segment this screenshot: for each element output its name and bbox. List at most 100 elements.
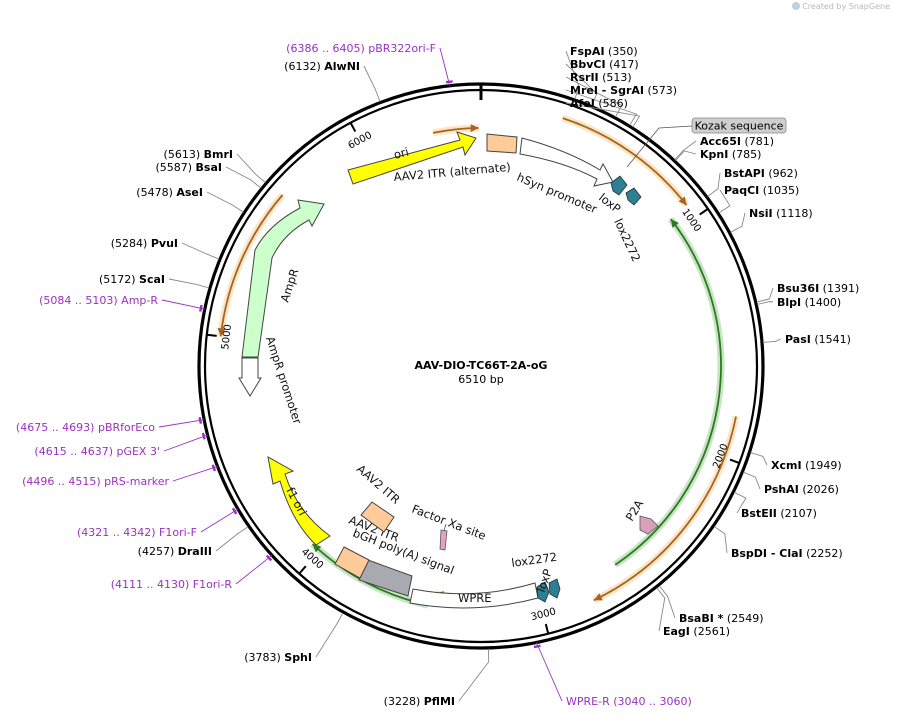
restriction-site[interactable]: MreI - SgrAI (573): [565, 84, 677, 126]
site-label: PasI (1541): [785, 333, 851, 346]
orf-arc-green-bottom-head: [312, 544, 322, 553]
site-label: XcmI (1949): [771, 459, 842, 472]
site-leader-line: [713, 526, 728, 554]
restriction-site[interactable]: NsiI (1118): [730, 207, 813, 233]
site-name: PvuI: [151, 237, 178, 250]
primer[interactable]: (4321 .. 4342) F1ori-F: [77, 507, 239, 539]
scale-tick: [729, 458, 740, 465]
primer-label: (6386 .. 6405) pBR322ori-F: [286, 42, 436, 55]
site-position: (2549): [727, 612, 764, 625]
restriction-site[interactable]: RsrII (513): [565, 71, 632, 118]
primer[interactable]: (4675 .. 4693) pBRforEco: [16, 416, 205, 434]
orf-arc-orange-right-head: [593, 593, 603, 601]
site-label: (3228) PflMI: [384, 695, 455, 708]
restriction-site[interactable]: AfeI (586): [565, 97, 641, 128]
site-position: (5284): [111, 237, 148, 250]
feature-lox2272-top[interactable]: [625, 187, 642, 206]
watermark-text: Created by SnapGene: [802, 2, 890, 11]
site-label: Acc65I (781): [700, 135, 774, 148]
restriction-site[interactable]: (3783) SphI: [244, 612, 344, 664]
site-name: XcmI: [771, 459, 802, 472]
restriction-sites: FspAI (350)BbvCI (417)RsrII (513)MreI - …: [99, 45, 859, 708]
feature-f1ori-arrow[interactable]: [267, 456, 331, 546]
site-leader-line: [734, 491, 747, 514]
primer[interactable]: (4615 .. 4637) pGEX 3': [34, 432, 208, 458]
restriction-site[interactable]: BstAPI (962): [707, 167, 798, 197]
feature-ampr-promoter[interactable]: [238, 357, 262, 397]
orf-arc-orange-right[interactable]: [593, 416, 737, 602]
site-name: PflMI: [424, 695, 455, 708]
scale-tick-label: 5000: [220, 324, 234, 351]
restriction-site[interactable]: PaqCI (1035): [718, 184, 799, 214]
primer-label: (4111 .. 4130) F1ori-R: [111, 578, 233, 591]
feature-hsyn-promoter[interactable]: [519, 137, 614, 187]
restriction-site[interactable]: (5478) AseI: [136, 186, 244, 213]
site-leader-line: [718, 189, 731, 214]
restriction-site[interactable]: Bsu36I (1391): [756, 282, 860, 303]
orf-arc-orange-left[interactable]: [219, 194, 284, 337]
kozak-sequence-box[interactable]: [691, 117, 787, 134]
restriction-site[interactable]: BsaBI * (2549): [658, 585, 764, 625]
site-name: RsrII: [570, 71, 599, 84]
restriction-site[interactable]: (5587) BsaI: [155, 161, 262, 189]
primer[interactable]: (6386 .. 6405) pBR322ori-F: [286, 42, 453, 86]
feature-aav2-itr-alt[interactable]: [486, 133, 518, 154]
orf-arc-top-right[interactable]: [562, 117, 688, 206]
feature-loxp-bottom[interactable]: [548, 578, 561, 599]
primer-leader-line: [163, 434, 208, 452]
site-position: (1118): [776, 207, 813, 220]
feature-p2a[interactable]: [639, 515, 659, 535]
site-name: NsiI: [749, 207, 773, 220]
restriction-site[interactable]: KpnI (785): [675, 148, 762, 161]
site-name: SphI: [284, 651, 312, 664]
restriction-site[interactable]: BstEII (2107): [734, 491, 817, 520]
restriction-site[interactable]: XcmI (1949): [750, 451, 842, 472]
primer-leader-line: [172, 466, 218, 482]
feature-aav2-itr-bottom[interactable]: [334, 546, 370, 579]
orf-arc-green-right[interactable]: [614, 218, 722, 566]
primer[interactable]: (5084 .. 5103) Amp-R: [39, 294, 205, 312]
feature-factor-xa[interactable]: [439, 529, 448, 551]
restriction-site[interactable]: Acc65I (781): [674, 135, 774, 161]
feature-ampr-label: AmpR: [278, 267, 302, 304]
restriction-site[interactable]: BlpI (1400): [757, 296, 841, 309]
site-label: BlpI (1400): [777, 296, 841, 309]
site-label: PaqCI (1035): [724, 184, 799, 197]
restriction-site[interactable]: PasI (1541): [762, 333, 851, 346]
restriction-site[interactable]: (3228) PflMI: [384, 648, 490, 708]
restriction-site[interactable]: (5613) BmrI: [164, 148, 266, 183]
restriction-site[interactable]: (6132) AlwNI: [284, 60, 381, 102]
primer[interactable]: (4111 .. 4130) F1ori-R: [111, 554, 273, 591]
site-label: MreI - SgrAI (573): [570, 84, 677, 97]
site-name: PshAI: [764, 483, 799, 496]
site-leader-line: [565, 50, 580, 100]
site-position: (2026): [802, 483, 839, 496]
restriction-site[interactable]: FspAI (350): [565, 45, 638, 100]
scale-tick-label: 3000: [530, 606, 557, 623]
site-leader-line: [565, 76, 623, 118]
feature-ori-arrow[interactable]: [347, 131, 477, 185]
restriction-site[interactable]: EagI (2561): [656, 587, 730, 638]
site-name: PaqCI: [724, 184, 759, 197]
plasmid-name: AAV-DIO-TC66T-2A-oG: [415, 359, 548, 372]
primer-leader-line: [161, 299, 205, 310]
feature-wpre[interactable]: [409, 582, 539, 609]
feature-ampr-arrow[interactable]: [241, 199, 325, 358]
restriction-site[interactable]: PshAI (2026): [743, 471, 839, 496]
site-label: BspDI - ClaI (2252): [731, 547, 843, 560]
primer-label: (4675 .. 4693) pBRforEco: [16, 421, 155, 434]
primer[interactable]: (4496 .. 4515) pRS-marker: [22, 464, 218, 488]
feature-lox2272-bottom[interactable]: [536, 581, 550, 603]
restriction-site[interactable]: BbvCI (417): [565, 58, 639, 106]
primer[interactable]: WPRE-R (3040 .. 3060): [533, 642, 692, 708]
site-label: KpnI (785): [700, 148, 761, 161]
feature-loxp-top[interactable]: [610, 175, 628, 196]
site-leader-line: [168, 278, 210, 289]
site-leader-line: [206, 191, 244, 213]
restriction-site[interactable]: (5284) PvuI: [111, 237, 220, 260]
restriction-site[interactable]: BspDI - ClaI (2252): [713, 526, 843, 560]
feature-aav2-itr-mid[interactable]: [360, 501, 395, 533]
restriction-site[interactable]: (5172) ScaI: [99, 273, 210, 289]
site-position: (2561): [693, 625, 730, 638]
restriction-site[interactable]: (4257) DraIII: [138, 526, 249, 558]
